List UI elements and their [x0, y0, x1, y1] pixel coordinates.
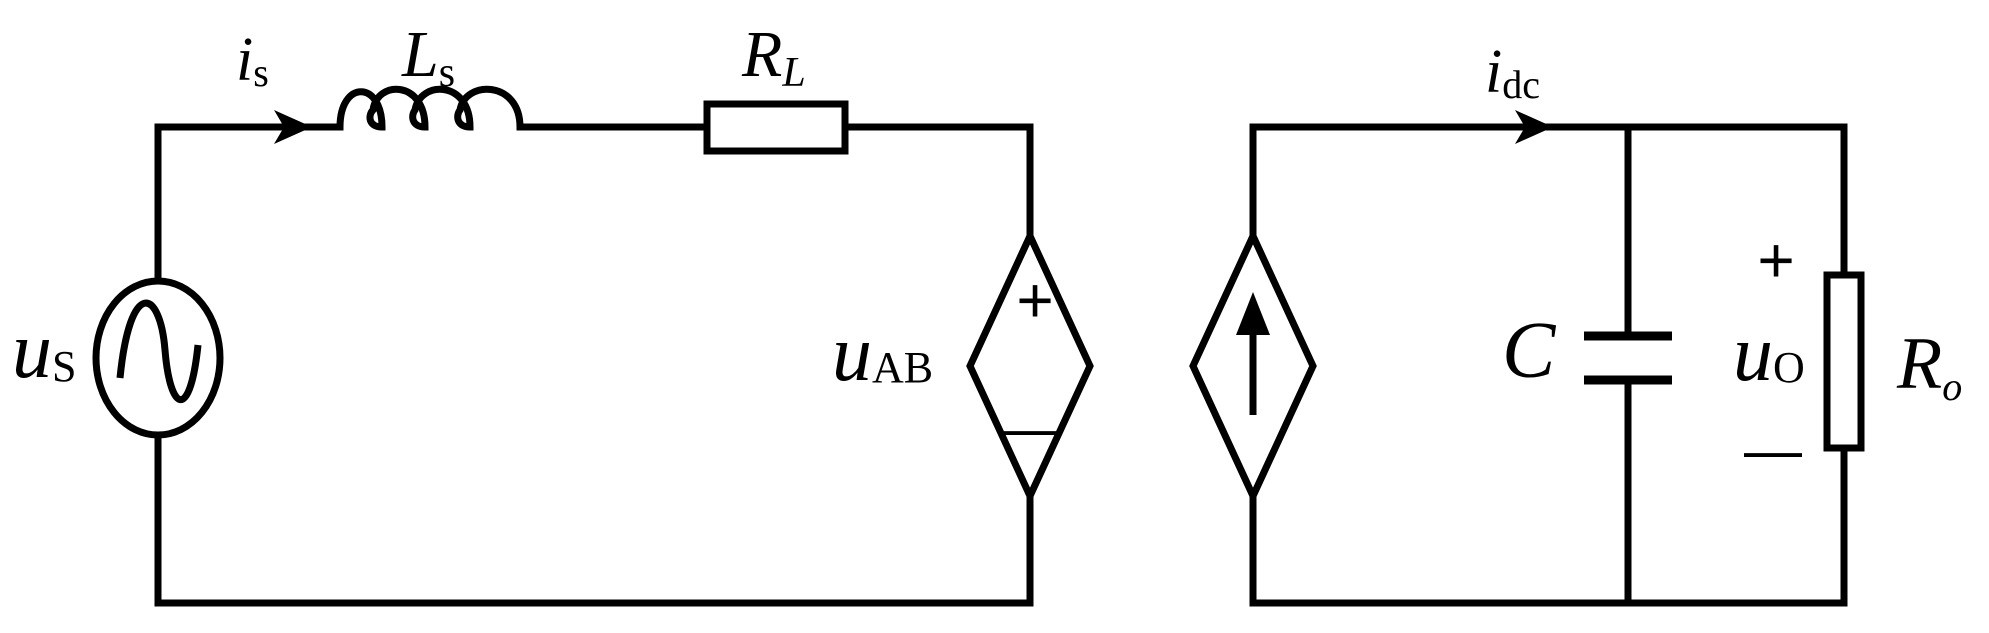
resistor-rl: [703, 100, 849, 155]
dependent-current-source: [1189, 227, 1317, 505]
left-circuit: + — uS is Ls RL uAB: [12, 18, 1094, 607]
is-current-arrow: [274, 110, 312, 144]
dependent-source-minus-sign: —: [1004, 396, 1062, 461]
capacitor-c: [1584, 331, 1672, 385]
dependent-voltage-source: + —: [966, 227, 1094, 505]
sine-wave-icon: [116, 299, 202, 403]
idc-current-arrow: [1515, 110, 1553, 144]
idc-current-label: idc: [1485, 38, 1540, 107]
output-voltage-label: uO: [1733, 310, 1805, 398]
output-plus-sign: +: [1757, 224, 1794, 296]
load-resistor-label: Ro: [1896, 323, 1962, 409]
left-wire-top-c: [841, 123, 1034, 240]
left-wire-bottom: [154, 428, 1034, 607]
right-circuit: idc C + uO — Ro: [1189, 38, 1962, 607]
right-wire-top: [1249, 123, 1848, 279]
left-wire-top-a: [154, 123, 344, 288]
resistor-ro: [1823, 271, 1865, 452]
output-minus-sign: —: [1744, 418, 1802, 483]
capacitor-label: C: [1502, 307, 1557, 395]
uab-voltage-label: uAB: [832, 310, 933, 398]
inductor-ls: [336, 85, 524, 131]
resistor-rl-label: RL: [741, 18, 806, 96]
arrow-up-icon: [1236, 292, 1270, 335]
ac-voltage-source: [92, 277, 224, 439]
inductor-label: Ls: [401, 18, 455, 96]
right-wire-bottom: [1249, 444, 1848, 607]
dependent-source-plus-sign: +: [1016, 264, 1053, 336]
source-voltage-label: uS: [12, 307, 76, 395]
is-current-label: is: [236, 26, 269, 95]
